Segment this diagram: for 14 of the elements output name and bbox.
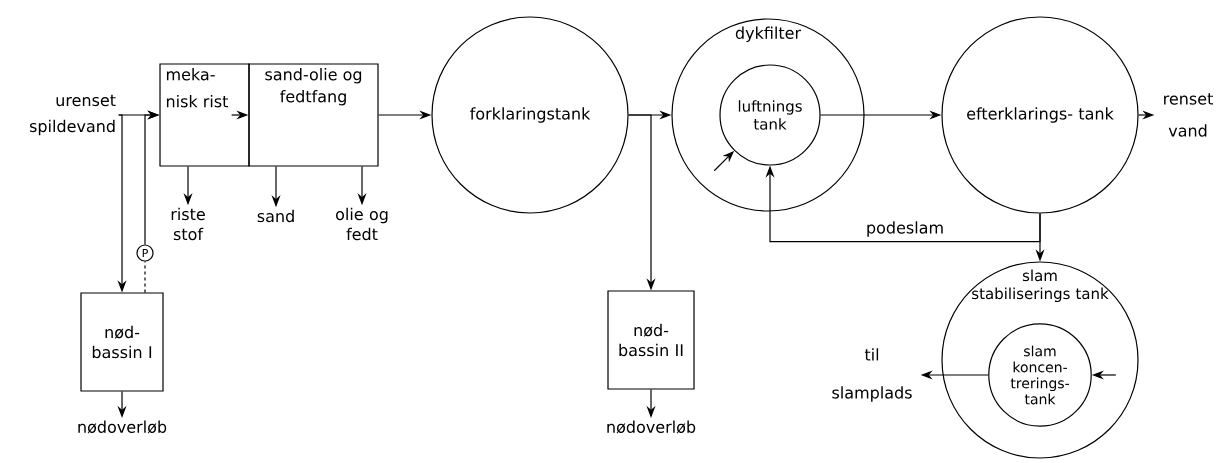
output-label: olie og fedt (336, 207, 388, 241)
output-label: sand (257, 209, 294, 223)
flow-label: nødoverløb (78, 420, 167, 434)
process-box: nød- bassin II (607, 290, 695, 390)
flow-label: urenset spildevand (29, 94, 116, 136)
process-box: sand-olie og fedtfang (248, 63, 379, 167)
process-box: nød- bassin I (80, 292, 164, 392)
output-label: riste stof (171, 207, 205, 241)
flow-label: renset vand (1164, 93, 1213, 137)
flow-label: nødoverløb (607, 420, 696, 434)
process-box: meka- nisk rist (159, 63, 250, 167)
edge-label: podeslam (863, 219, 947, 239)
dashed-line (144, 261, 146, 293)
flow-label: til slamplads (832, 348, 912, 402)
